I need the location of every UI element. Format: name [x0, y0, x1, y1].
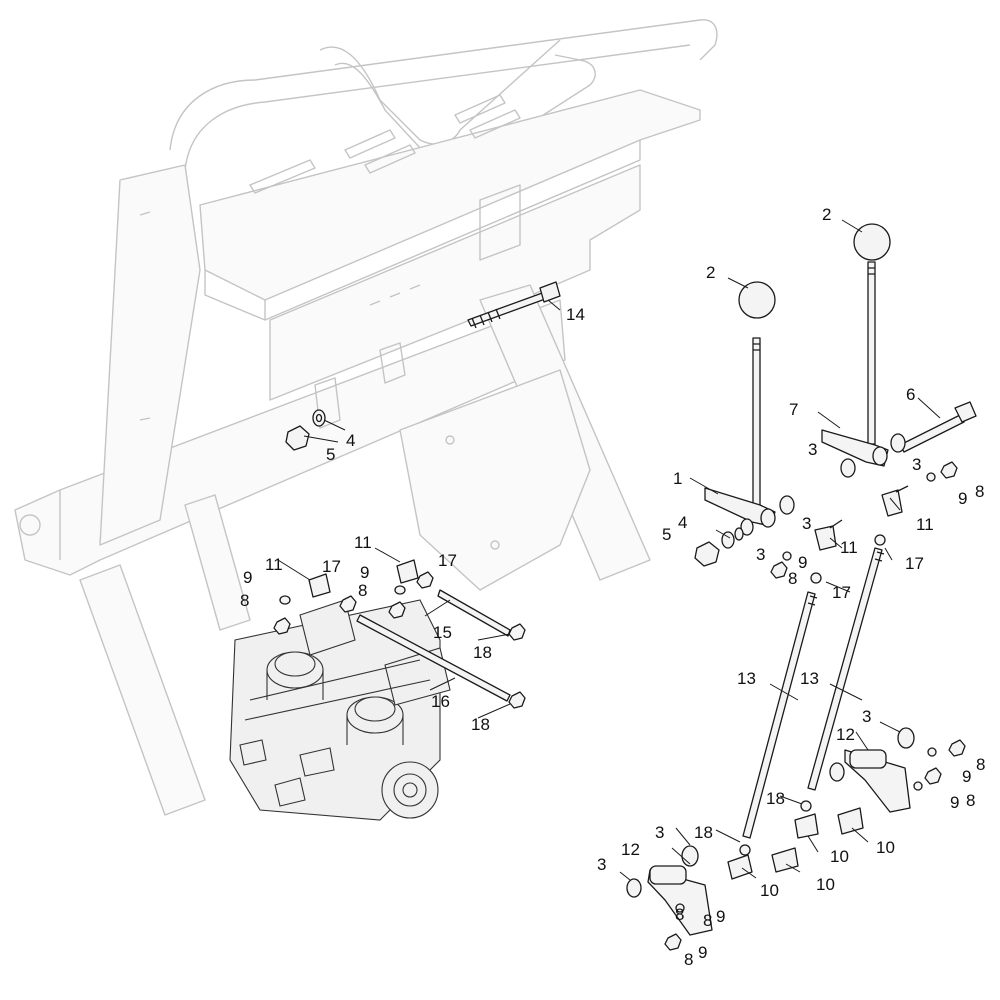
- knob-2-right: [853, 223, 891, 261]
- callout-15: 15: [433, 623, 452, 642]
- leader-lines: [277, 219, 941, 881]
- callout-14: 14: [566, 305, 585, 324]
- bushing-3-c: [840, 458, 856, 478]
- ball-joint-11-d: [396, 559, 419, 584]
- callout-12: 12: [836, 725, 855, 744]
- callout-13: 13: [800, 669, 819, 688]
- callout-8: 8: [788, 569, 797, 588]
- bushing-3-f: [829, 762, 845, 782]
- ball-joint-11-c: [308, 573, 331, 598]
- callout-9: 9: [962, 767, 971, 786]
- callout-16: 16: [431, 692, 450, 711]
- hydraulic-pump-assembly: [229, 599, 451, 821]
- callout-11: 11: [354, 533, 372, 552]
- callout-4: 4: [678, 513, 687, 532]
- callout-18: 18: [471, 715, 490, 734]
- callout-9: 9: [243, 568, 252, 587]
- bushing-3-d: [890, 433, 906, 453]
- callout-labels: 1 2 2 3 3 3 3 3 3 3 4 4 5 5 6 7 8 8 8 8 …: [240, 205, 985, 969]
- callout-4: 4: [346, 431, 355, 450]
- callout-9: 9: [798, 553, 807, 572]
- callout-8: 8: [675, 905, 684, 924]
- knob-2-left: [738, 281, 776, 319]
- ball-joint-10-b: [771, 847, 799, 873]
- callout-11: 11: [916, 515, 934, 534]
- callout-8: 8: [684, 950, 693, 969]
- callout-1: 1: [673, 469, 682, 488]
- rod-16: [356, 614, 511, 702]
- bolt-14: [467, 281, 561, 329]
- callout-17: 17: [322, 557, 341, 576]
- callout-17: 17: [438, 551, 457, 570]
- washer-4-right: [721, 531, 735, 549]
- bolt-6: [899, 401, 977, 453]
- callout-9: 9: [950, 793, 959, 812]
- bracket-12-right: [844, 727, 915, 813]
- parts: [273, 223, 977, 951]
- callout-13: 13: [737, 669, 756, 688]
- callout-3: 3: [802, 514, 811, 533]
- callout-3: 3: [756, 545, 765, 564]
- ball-joint-11-b: [881, 485, 909, 517]
- callout-12: 12: [621, 840, 640, 859]
- callout-17: 17: [905, 554, 924, 573]
- bushing-3-b: [740, 518, 754, 536]
- ball-joint-10-d: [837, 807, 864, 835]
- callout-10: 10: [830, 847, 849, 866]
- nut-5-right: [694, 541, 720, 567]
- ball-joint-10-c: [794, 813, 819, 839]
- callout-11: 11: [265, 555, 283, 574]
- callout-18: 18: [766, 789, 785, 808]
- callout-10: 10: [816, 875, 835, 894]
- callout-8: 8: [703, 911, 712, 930]
- lever-1: [704, 337, 776, 528]
- callout-7: 7: [789, 400, 798, 419]
- callout-18: 18: [694, 823, 713, 842]
- callout-18: 18: [473, 643, 492, 662]
- callout-9: 9: [360, 563, 369, 582]
- callout-8: 8: [966, 791, 975, 810]
- callout-17: 17: [832, 583, 851, 602]
- callout-3: 3: [912, 455, 921, 474]
- rod-15: [437, 589, 511, 637]
- callout-3: 3: [808, 440, 817, 459]
- callout-9: 9: [958, 489, 967, 508]
- callout-5: 5: [326, 445, 335, 464]
- callout-2: 2: [706, 263, 715, 282]
- callout-8: 8: [975, 482, 984, 501]
- callout-3: 3: [597, 855, 606, 874]
- callout-3: 3: [655, 823, 664, 842]
- ball-joint-11-a: [814, 519, 843, 551]
- callout-3: 3: [862, 707, 871, 726]
- ball-joint-10-a: [727, 854, 753, 880]
- callout-8: 8: [976, 755, 985, 774]
- callout-10: 10: [760, 881, 779, 900]
- callout-8: 8: [240, 591, 249, 610]
- rod-13-right: [807, 547, 885, 791]
- nut-5-left: [285, 425, 310, 451]
- callout-6: 6: [906, 385, 915, 404]
- callout-9: 9: [698, 943, 707, 962]
- callout-10: 10: [876, 838, 895, 857]
- bracket-12-left: [647, 845, 713, 936]
- bushing-3-e: [626, 878, 642, 898]
- callout-2: 2: [822, 205, 831, 224]
- callout-5: 5: [662, 525, 671, 544]
- callout-11: 11: [840, 538, 858, 557]
- rod-13-left: [742, 591, 818, 839]
- lever-7: [821, 261, 889, 467]
- callout-9: 9: [716, 907, 725, 926]
- bushing-3-a: [779, 495, 795, 515]
- callout-8: 8: [358, 581, 367, 600]
